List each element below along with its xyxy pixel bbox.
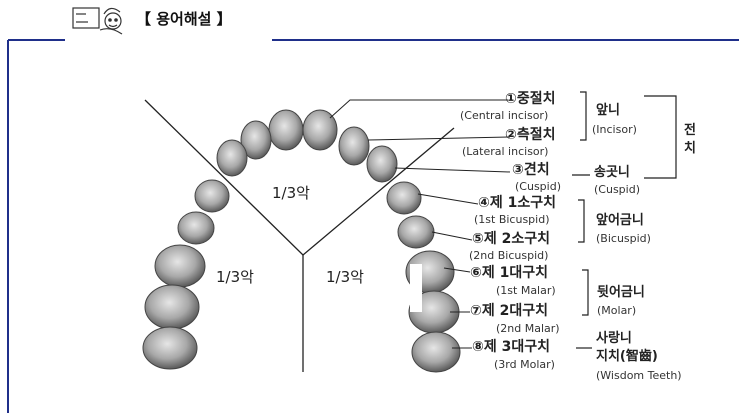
third-label-right: 1/3악 bbox=[326, 268, 364, 286]
tooth-label-1: ①중절치 bbox=[505, 91, 556, 107]
tooth-eng-4: (1st Bicuspid) bbox=[474, 213, 550, 226]
group-wisdom-en: (Wisdom Teeth) bbox=[596, 369, 682, 382]
tooth-r2 bbox=[338, 126, 370, 166]
group-incisor: 앞니 bbox=[596, 103, 620, 118]
tooth-label-6: ⑥제 1대구치 bbox=[470, 265, 548, 281]
tooth-label-5: ⑤제 2소구치 bbox=[472, 231, 550, 247]
leader-lines bbox=[329, 99, 511, 349]
sector-lines bbox=[144, 99, 455, 372]
tooth-r8 bbox=[411, 331, 461, 373]
tooth-l4 bbox=[194, 179, 230, 213]
tooth-eng-2: (Lateral incisor) bbox=[462, 145, 549, 158]
group-bicuspid: 앞어금니 bbox=[596, 213, 644, 228]
group-molar: 뒷어금니 bbox=[597, 285, 645, 300]
notebook-cartoon-icon bbox=[72, 7, 123, 35]
tooth-eng-7: (2nd Malar) bbox=[496, 322, 560, 335]
third-label-upper: 1/3악 bbox=[272, 184, 310, 202]
tooth-l3 bbox=[216, 139, 248, 177]
tooth-eng-5: (2nd Bicuspid) bbox=[469, 249, 549, 262]
tooth-r4 bbox=[386, 181, 422, 215]
tooth-l5 bbox=[177, 211, 215, 245]
teeth-arch bbox=[142, 109, 461, 373]
group-bicuspid-en: (Bicuspid) bbox=[596, 232, 651, 245]
tooth-eng-8: (3rd Molar) bbox=[494, 358, 555, 371]
frame bbox=[7, 39, 739, 413]
tooth-l2 bbox=[240, 120, 272, 160]
group-cuspid: 송곳니 bbox=[594, 165, 630, 180]
group-incisor-en: (Incisor) bbox=[592, 123, 637, 136]
tooth-l8 bbox=[142, 326, 198, 370]
page-title: 【 용어해설 】 bbox=[136, 10, 232, 28]
group-wisdom-2: 지치(智齒) bbox=[596, 349, 658, 364]
brackets bbox=[572, 91, 677, 349]
group-cuspid-en: (Cuspid) bbox=[594, 183, 640, 196]
tooth-l6 bbox=[154, 244, 206, 288]
tooth-r3 bbox=[366, 145, 398, 183]
tooth-label-3: ③견치 bbox=[512, 162, 550, 178]
group-anterior: 전치 bbox=[684, 123, 696, 156]
tooth-label-4: ④제 1소구치 bbox=[478, 195, 556, 211]
tooth-l1 bbox=[268, 109, 304, 151]
tooth-label-7: ⑦제 2대구치 bbox=[470, 303, 548, 319]
tooth-r5 bbox=[397, 215, 435, 249]
tooth-eng-1: (Central incisor) bbox=[460, 109, 549, 122]
group-wisdom-1: 사랑니 bbox=[596, 331, 632, 346]
tooth-r1 bbox=[302, 109, 338, 151]
group-molar-en: (Molar) bbox=[597, 304, 637, 317]
third-label-left: 1/3악 bbox=[216, 268, 254, 286]
tooth-l7 bbox=[144, 284, 200, 330]
tooth-label-8: ⑧제 3대구치 bbox=[472, 339, 550, 355]
tooth-eng-3: (Cuspid) bbox=[515, 180, 561, 193]
tooth-label-2: ②측절치 bbox=[505, 127, 556, 143]
tooth-eng-6: (1st Malar) bbox=[496, 284, 556, 297]
